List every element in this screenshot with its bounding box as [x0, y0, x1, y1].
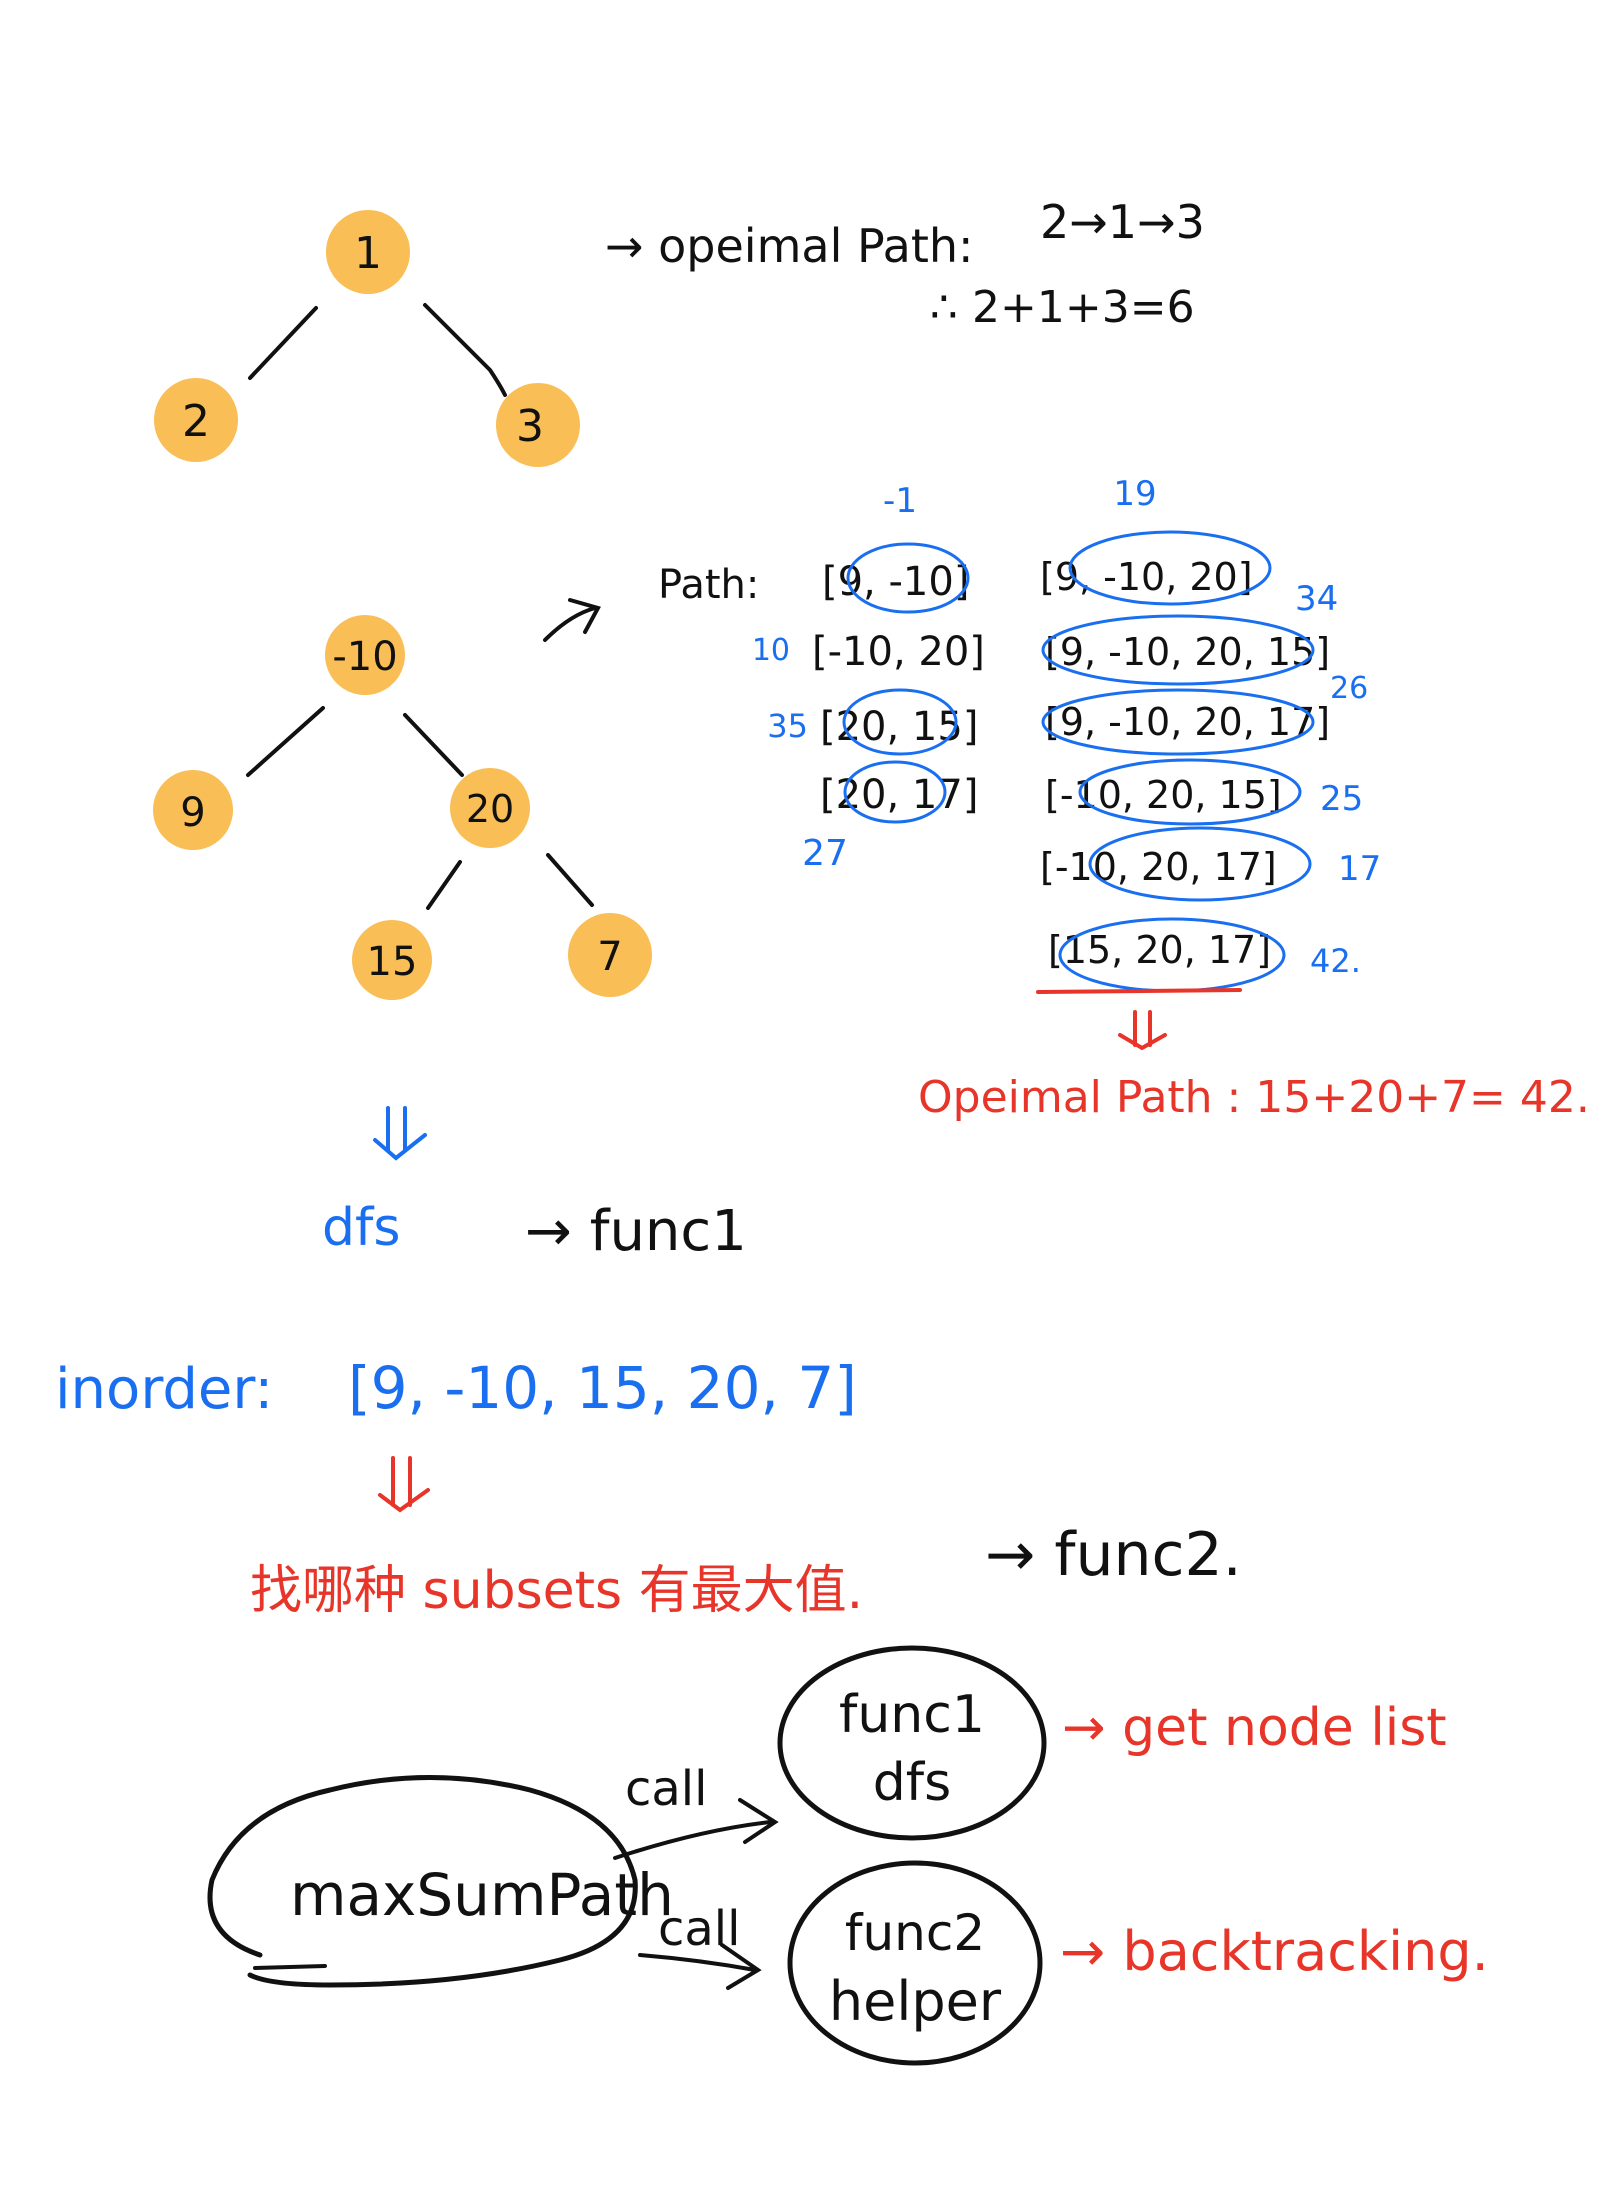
maxsumpath-label: maxSumPath — [290, 1861, 674, 1929]
path-right-sum-2: 34 — [1295, 579, 1338, 619]
path-right-5: [-10, 20, 17] — [1040, 845, 1277, 889]
tree2-right-right-value: 7 — [597, 934, 622, 980]
func2-bubble-line2: helper — [829, 1970, 1002, 2033]
path-left-1: [9, -10] — [822, 559, 969, 605]
func2-bubble-line1: func2 — [845, 1904, 985, 1962]
double-down-arrow-red — [1118, 1010, 1167, 1051]
double-down-arrow-blue — [373, 1106, 427, 1161]
path-right-sum-6: 42. — [1310, 942, 1361, 980]
path-right-sum-4: 25 — [1320, 779, 1363, 819]
path-right-2: [9, -10, 20, 15] — [1045, 630, 1330, 674]
func1-bubble-line2: dfs — [873, 1753, 951, 1813]
path-right-1: [9, -10, 20] — [1040, 555, 1253, 599]
path-left-sum-4: 27 — [802, 833, 848, 874]
path-left-sum-2: 10 — [752, 633, 790, 668]
optimal-sum: ∴ 2+1+3=6 — [930, 282, 1195, 333]
tree2-node-right-right — [568, 913, 652, 997]
func2-label: → func2. — [985, 1520, 1242, 1590]
tree1-annotation: → opeimal Path: 2→1→3 ∴ 2+1+3=6 — [605, 195, 1205, 333]
get-node-list-note: → get node list — [1062, 1698, 1447, 1758]
tree1-node-left — [154, 378, 238, 462]
path-right-sum-5: 17 — [1338, 849, 1381, 889]
tree2-node-right — [450, 768, 530, 848]
optimal-path-label: → opeimal Path: — [605, 219, 974, 273]
tree-2: -10 9 20 15 7 — [153, 615, 652, 1000]
tree2-root-value: -10 — [332, 634, 397, 680]
call-label-2: call — [658, 1901, 740, 1957]
path-left-sum-1: -1 — [883, 481, 917, 521]
tree2-node-right-left — [352, 920, 432, 1000]
tree-1: 1 2 3 — [154, 210, 580, 467]
path-left-2: [-10, 20] — [812, 629, 985, 675]
dfs-label: dfs — [322, 1198, 400, 1258]
path-right-6: [15, 20, 17] — [1048, 928, 1271, 972]
subsets-note: 找哪种 subsets 有最大值. — [250, 1561, 863, 1621]
inorder-label: inorder: — [55, 1357, 273, 1422]
tree1-right-value: 3 — [516, 401, 544, 452]
path-right-4: [-10, 20, 15] — [1045, 773, 1282, 817]
tree2-left-value: 9 — [180, 790, 205, 836]
call-label-1: call — [625, 1761, 707, 1817]
path-label: Path: — [658, 562, 759, 608]
func1-bubble — [777, 1645, 1047, 1841]
tree1-node-root — [326, 210, 410, 294]
double-down-arrow-red-2 — [378, 1456, 430, 1513]
path-enumeration: Path: -1 [9, -10] 10 [-10, 20] 35 [20, 1… — [658, 474, 1590, 1123]
func1-label: → func1 — [525, 1199, 747, 1264]
path-left-sum-3: 35 — [767, 707, 808, 745]
optimal-path-value: 2→1→3 — [1040, 195, 1205, 249]
func2-bubble — [787, 1860, 1043, 2066]
func1-bubble-line1: func1 — [839, 1685, 985, 1745]
optimal-path-result: Opeimal Path : 15+20+7= 42. — [918, 1072, 1590, 1123]
path-right-sum-3: 26 — [1330, 671, 1368, 706]
backtracking-note: → backtracking. — [1060, 1920, 1489, 1983]
call-arrow-2 — [638, 1943, 762, 1990]
tree1-root-value: 1 — [354, 228, 382, 279]
tree2-node-root — [325, 615, 405, 695]
maxsumpath-bubble — [207, 1775, 638, 1988]
tree2-right-value: 20 — [466, 787, 514, 831]
optimal-underline — [1036, 988, 1242, 994]
path-right-sum-1: 19 — [1113, 474, 1156, 514]
arrow-to-paths — [543, 598, 601, 642]
path-right-3: [9, -10, 20, 17] — [1045, 700, 1330, 744]
tree1-node-right — [496, 383, 580, 467]
inorder-list: [9, -10, 15, 20, 7] — [348, 1354, 857, 1422]
tree2-right-left-value: 15 — [367, 939, 418, 985]
call-diagram: maxSumPath func1 dfs func2 helper call c… — [207, 1645, 1489, 2066]
call-arrow-1 — [613, 1798, 779, 1860]
tree2-node-left — [153, 770, 233, 850]
tree1-left-value: 2 — [182, 396, 210, 447]
